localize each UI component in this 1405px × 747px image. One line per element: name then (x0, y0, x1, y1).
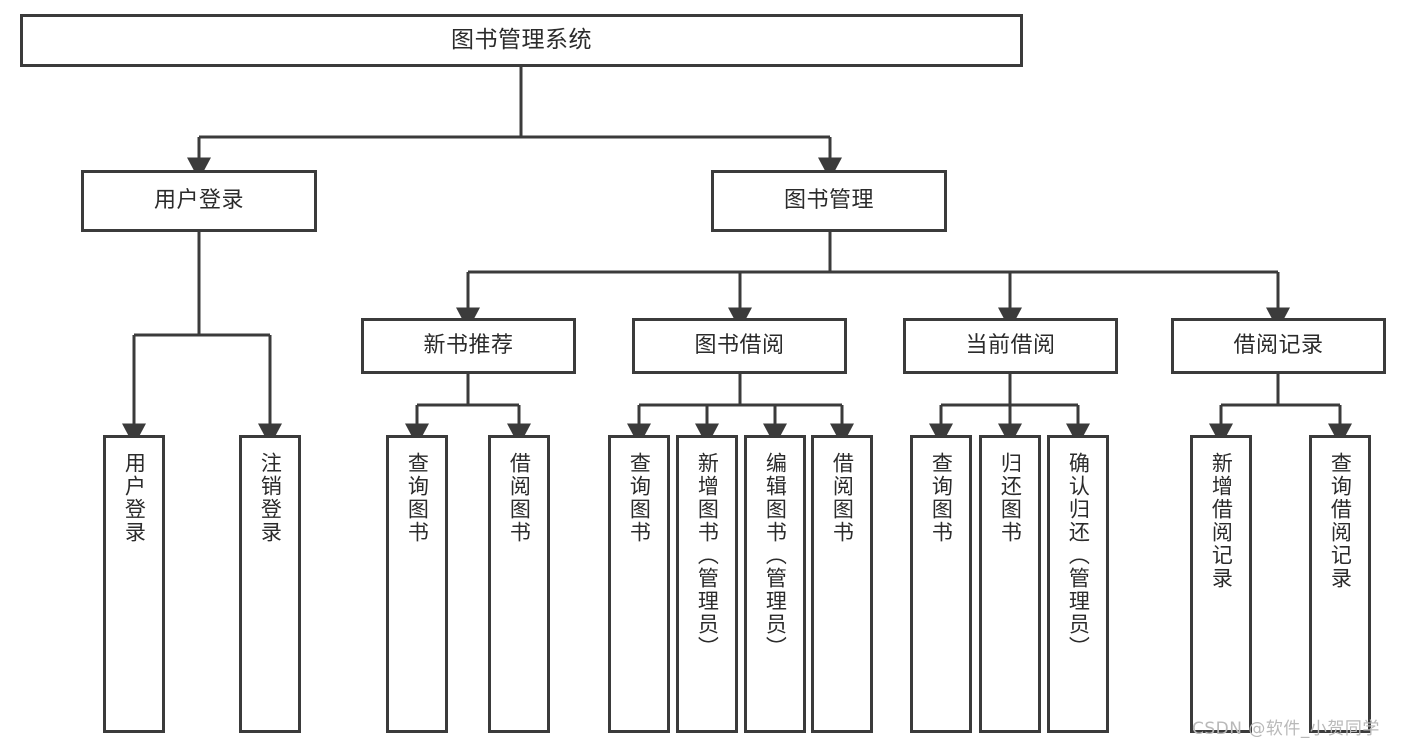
node-label: 借阅记录 (1233, 333, 1324, 359)
node-label: 当前借阅 (965, 333, 1056, 359)
leaf-current-query-book[interactable]: 查询图书 (910, 435, 972, 733)
node-root-system[interactable]: 图书管理系统 (20, 14, 1023, 67)
node-book-borrow[interactable]: 图书借阅 (632, 318, 847, 374)
node-user-login[interactable]: 用户登录 (81, 170, 317, 232)
node-label: 查询图书 (405, 452, 430, 544)
node-label: 新书推荐 (423, 333, 514, 359)
node-label: 借阅图书 (507, 452, 532, 544)
node-label: 借阅图书 (830, 452, 855, 544)
node-borrow-record[interactable]: 借阅记录 (1171, 318, 1386, 374)
leaf-user-login-login[interactable]: 用户登录 (103, 435, 165, 733)
node-label: 归还图书 (998, 452, 1023, 544)
leaf-borrow-add-book[interactable]: 新增图书（管理员） (676, 435, 738, 733)
node-book-management[interactable]: 图书管理 (711, 170, 947, 232)
leaf-borrow-query-book[interactable]: 查询图书 (608, 435, 670, 733)
node-label: 用户登录 (122, 452, 147, 544)
node-new-book-recommend[interactable]: 新书推荐 (361, 318, 576, 374)
node-label: 注销登录 (258, 452, 283, 544)
leaf-borrow-borrow-book[interactable]: 借阅图书 (811, 435, 873, 733)
node-label: 新增图书（管理员） (695, 452, 720, 659)
node-label: 用户登录 (153, 188, 244, 214)
node-label: 图书借阅 (694, 333, 785, 359)
node-label: 确认归还（管理员） (1066, 452, 1091, 659)
node-current-borrow[interactable]: 当前借阅 (903, 318, 1118, 374)
node-label: 查询借阅记录 (1328, 452, 1353, 590)
node-label: 新增借阅记录 (1209, 452, 1234, 590)
leaf-current-confirm-return[interactable]: 确认归还（管理员） (1047, 435, 1109, 733)
node-label: 图书管理 (783, 188, 874, 214)
node-label: 查询图书 (627, 452, 652, 544)
leaf-record-add[interactable]: 新增借阅记录 (1190, 435, 1252, 733)
leaf-new-book-query[interactable]: 查询图书 (386, 435, 448, 733)
leaf-new-book-borrow[interactable]: 借阅图书 (488, 435, 550, 733)
leaf-borrow-edit-book[interactable]: 编辑图书（管理员） (744, 435, 806, 733)
csdn-watermark: CSDN @软件_小贺同学 (1192, 719, 1380, 739)
node-label: 图书管理系统 (451, 27, 592, 54)
leaf-user-login-logout[interactable]: 注销登录 (239, 435, 301, 733)
leaf-current-return-book[interactable]: 归还图书 (979, 435, 1041, 733)
node-label: 编辑图书（管理员） (763, 452, 788, 659)
leaf-record-query[interactable]: 查询借阅记录 (1309, 435, 1371, 733)
node-label: 查询图书 (929, 452, 954, 544)
